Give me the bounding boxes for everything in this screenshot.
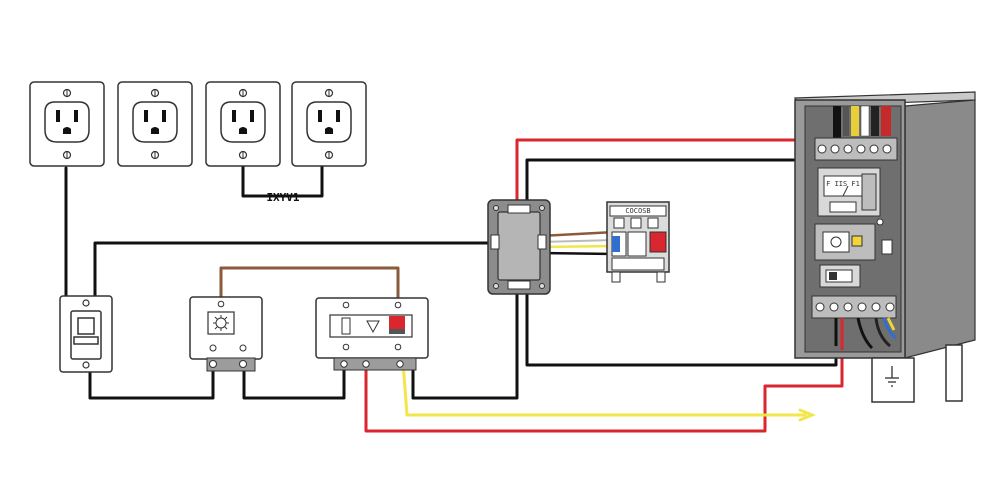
ground-hole-icon (239, 127, 247, 134)
screw-icon (82, 361, 90, 369)
screw-icon (539, 283, 545, 289)
screw-icon (394, 343, 402, 351)
triangle-icon (366, 320, 380, 334)
wire-brown-timer-breaker (219, 266, 400, 302)
wire-black-switch-junction (93, 241, 512, 298)
outlet-4 (291, 81, 367, 167)
screw-icon (239, 344, 247, 352)
screw-icon (82, 299, 90, 307)
junction-box (487, 199, 551, 295)
wire-black-bottom-2 (242, 366, 346, 400)
slot-icon (318, 110, 322, 122)
wire-black-junction-panel-bottom (525, 288, 838, 367)
slot-icon (162, 110, 166, 122)
slot-icon (56, 110, 60, 122)
screw-icon (342, 343, 350, 351)
receptacle-face (220, 101, 266, 143)
wire-black-bottom-1 (88, 368, 215, 400)
outlet-2 (117, 81, 193, 167)
receptacle-face (132, 101, 178, 143)
ground-hole-icon (151, 127, 159, 134)
wire-black-jumper (241, 164, 324, 198)
wire-red-breaker-panel (364, 348, 844, 433)
gear-icon (213, 315, 229, 331)
slot-icon (74, 110, 78, 122)
ground-hole-icon (63, 127, 71, 134)
ground-icon (885, 366, 899, 387)
terminal-row-top (817, 144, 892, 154)
meter-readout: F IIS F1 (826, 180, 860, 188)
breaker-module (315, 297, 429, 371)
screw-icon (539, 205, 545, 211)
contactor-label: COCOSB (625, 207, 650, 215)
screw-icon (493, 283, 499, 289)
jumper-label: IXYV1 (266, 191, 299, 204)
screw-icon (493, 205, 499, 211)
screw-icon (342, 301, 350, 309)
wire-black-junction-panel (525, 158, 822, 207)
slot-icon (336, 110, 340, 122)
wire-brown-junction-contactor (538, 230, 617, 238)
arrow-right-icon (798, 408, 816, 422)
slot-icon (250, 110, 254, 122)
screw-icon (394, 301, 402, 309)
outlet-3 (205, 81, 281, 167)
timer-module (189, 296, 263, 372)
wall-switch (59, 295, 113, 373)
receptacle-face (44, 101, 90, 143)
wire-black-junction-contactor (538, 251, 617, 256)
wire-yellow-junction-contactor (538, 244, 617, 249)
wire-yellow-breaker-arrow (401, 360, 807, 417)
wire-red-junction-panel (515, 138, 822, 207)
main-panel: F IIS F1 (793, 91, 976, 403)
screw-icon (217, 300, 225, 308)
outlet-1 (29, 81, 105, 167)
receptacle-face (306, 101, 352, 143)
terminal-row-bottom (815, 302, 895, 312)
wire-white-junction-contactor (539, 239, 616, 243)
contactor: COCOSB (606, 201, 670, 283)
slot-icon (232, 110, 236, 122)
wires (64, 138, 844, 433)
ground-hole-icon (325, 127, 333, 134)
screw-icon (209, 344, 217, 352)
wire-black-bottom-3 (411, 290, 519, 400)
slot-icon (144, 110, 148, 122)
outlet-row (29, 81, 367, 167)
